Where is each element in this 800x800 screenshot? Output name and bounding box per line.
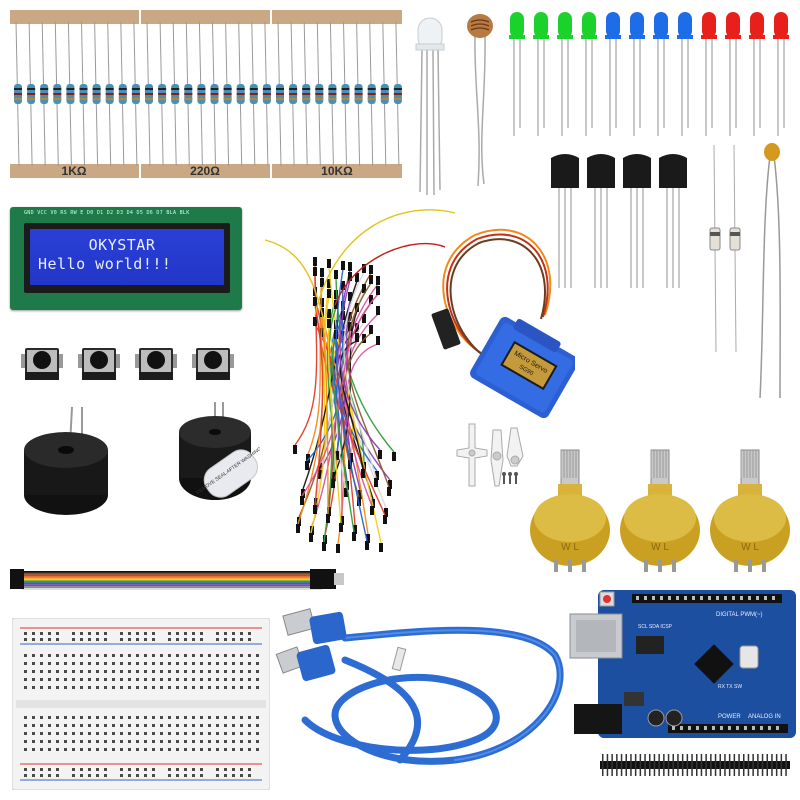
resistor: [92, 84, 101, 104]
transistor: [623, 154, 651, 288]
pot-marking: W L: [561, 542, 579, 553]
lcd-bezel: OKYSTAR Hello world!!!: [24, 223, 230, 293]
resistor: [367, 84, 376, 104]
led: [629, 12, 645, 136]
resistor: [158, 84, 167, 104]
potentiometer: W L: [710, 449, 790, 572]
resistor: [210, 84, 219, 104]
resistor: [380, 84, 389, 104]
jumper-wire-bundle: [255, 195, 460, 565]
resistor: [184, 84, 193, 104]
resistor: [354, 84, 363, 104]
led: [533, 12, 549, 136]
resistor: [14, 84, 22, 104]
board-i2c-text: SCL SDA ICSP: [638, 624, 673, 630]
resistor: [118, 84, 127, 104]
push-button-row: [15, 340, 240, 390]
resistor: [197, 84, 206, 104]
led: [581, 12, 597, 136]
male-pin-header: [600, 752, 792, 778]
resistor: [315, 84, 324, 104]
transistor: [551, 154, 579, 288]
resistor-label-220: 220Ω: [190, 164, 220, 178]
resistor: [249, 84, 258, 104]
lcd-1602-module: GND VCC V0 RS RW E D0 D1 D2 D3 D4 D5 D6 …: [10, 207, 242, 310]
photoresistor: [460, 8, 500, 188]
resistor-label-1k: 1KΩ: [62, 164, 87, 178]
led: [773, 12, 789, 136]
resistor-label-10k: 10KΩ: [321, 164, 353, 178]
resistor: [236, 84, 245, 104]
board-rx-text: RX TX SW: [718, 684, 742, 690]
diode-pair: [700, 140, 750, 355]
resistor: [105, 84, 114, 104]
led-row: [505, 8, 795, 143]
resistor-pack: 1KΩ 220Ω 10KΩ: [8, 8, 404, 180]
lcd-line-1: OKYSTAR: [88, 236, 156, 254]
led: [725, 12, 741, 136]
passive-buzzer: [20, 405, 115, 520]
resistor: [145, 84, 153, 104]
resistor: [79, 84, 88, 104]
rgb-led: [410, 10, 450, 195]
transistor: [587, 154, 615, 288]
uno-board: DIGITAL PWM(~) SCL SDA ICSP RX TX SW POW…: [568, 588, 800, 740]
led: [605, 12, 621, 136]
resistor: [171, 84, 180, 104]
breadboard: [12, 618, 270, 790]
potentiometer: W L: [530, 449, 610, 572]
resistor: [289, 84, 298, 104]
resistor: [223, 84, 232, 104]
tactile-button: [78, 348, 120, 380]
thermistor: [752, 140, 792, 402]
active-buzzer: REMOVE SEAL AFTER WASHING: [175, 400, 260, 510]
transistor-group: [545, 150, 695, 290]
resistor: [302, 84, 311, 104]
tactile-button: [192, 348, 234, 380]
resistor: [262, 84, 271, 104]
lcd-pin-labels: GND VCC V0 RS RW E D0 D1 D2 D3 D4 D5 D6 …: [24, 210, 190, 216]
resistor: [393, 84, 402, 104]
tactile-button: [21, 348, 63, 380]
board-power-text: POWER: [718, 714, 741, 720]
led: [509, 12, 525, 136]
resistor: [53, 84, 62, 104]
tactile-button: [135, 348, 177, 380]
transistor: [659, 154, 687, 288]
pot-marking: W L: [651, 542, 669, 553]
ribbon-jumper-cable: [10, 565, 345, 595]
led: [749, 12, 765, 136]
resistor: [40, 84, 49, 104]
lcd-screen: OKYSTAR Hello world!!!: [30, 229, 224, 285]
resistor: [276, 84, 284, 104]
pot-marking: W L: [741, 542, 759, 553]
micro-servo: Micro Servo SG90: [425, 225, 575, 420]
led: [653, 12, 669, 136]
resistor: [131, 84, 140, 104]
potentiometer: W L: [620, 449, 700, 572]
led: [701, 12, 717, 136]
usb-cable: [275, 600, 575, 780]
resistor: [328, 84, 337, 104]
led: [557, 12, 573, 136]
resistor-strips: 1KΩ 220Ω 10KΩ: [10, 10, 402, 178]
resistor: [66, 84, 75, 104]
board-digital-text: DIGITAL PWM(~): [716, 612, 763, 618]
lcd-line-2: Hello world!!!: [38, 255, 172, 273]
board-analog-text: ANALOG IN: [748, 714, 781, 720]
resistor: [341, 84, 350, 104]
servo-horns: [455, 420, 535, 500]
led: [677, 12, 693, 136]
resistor: [27, 84, 36, 104]
